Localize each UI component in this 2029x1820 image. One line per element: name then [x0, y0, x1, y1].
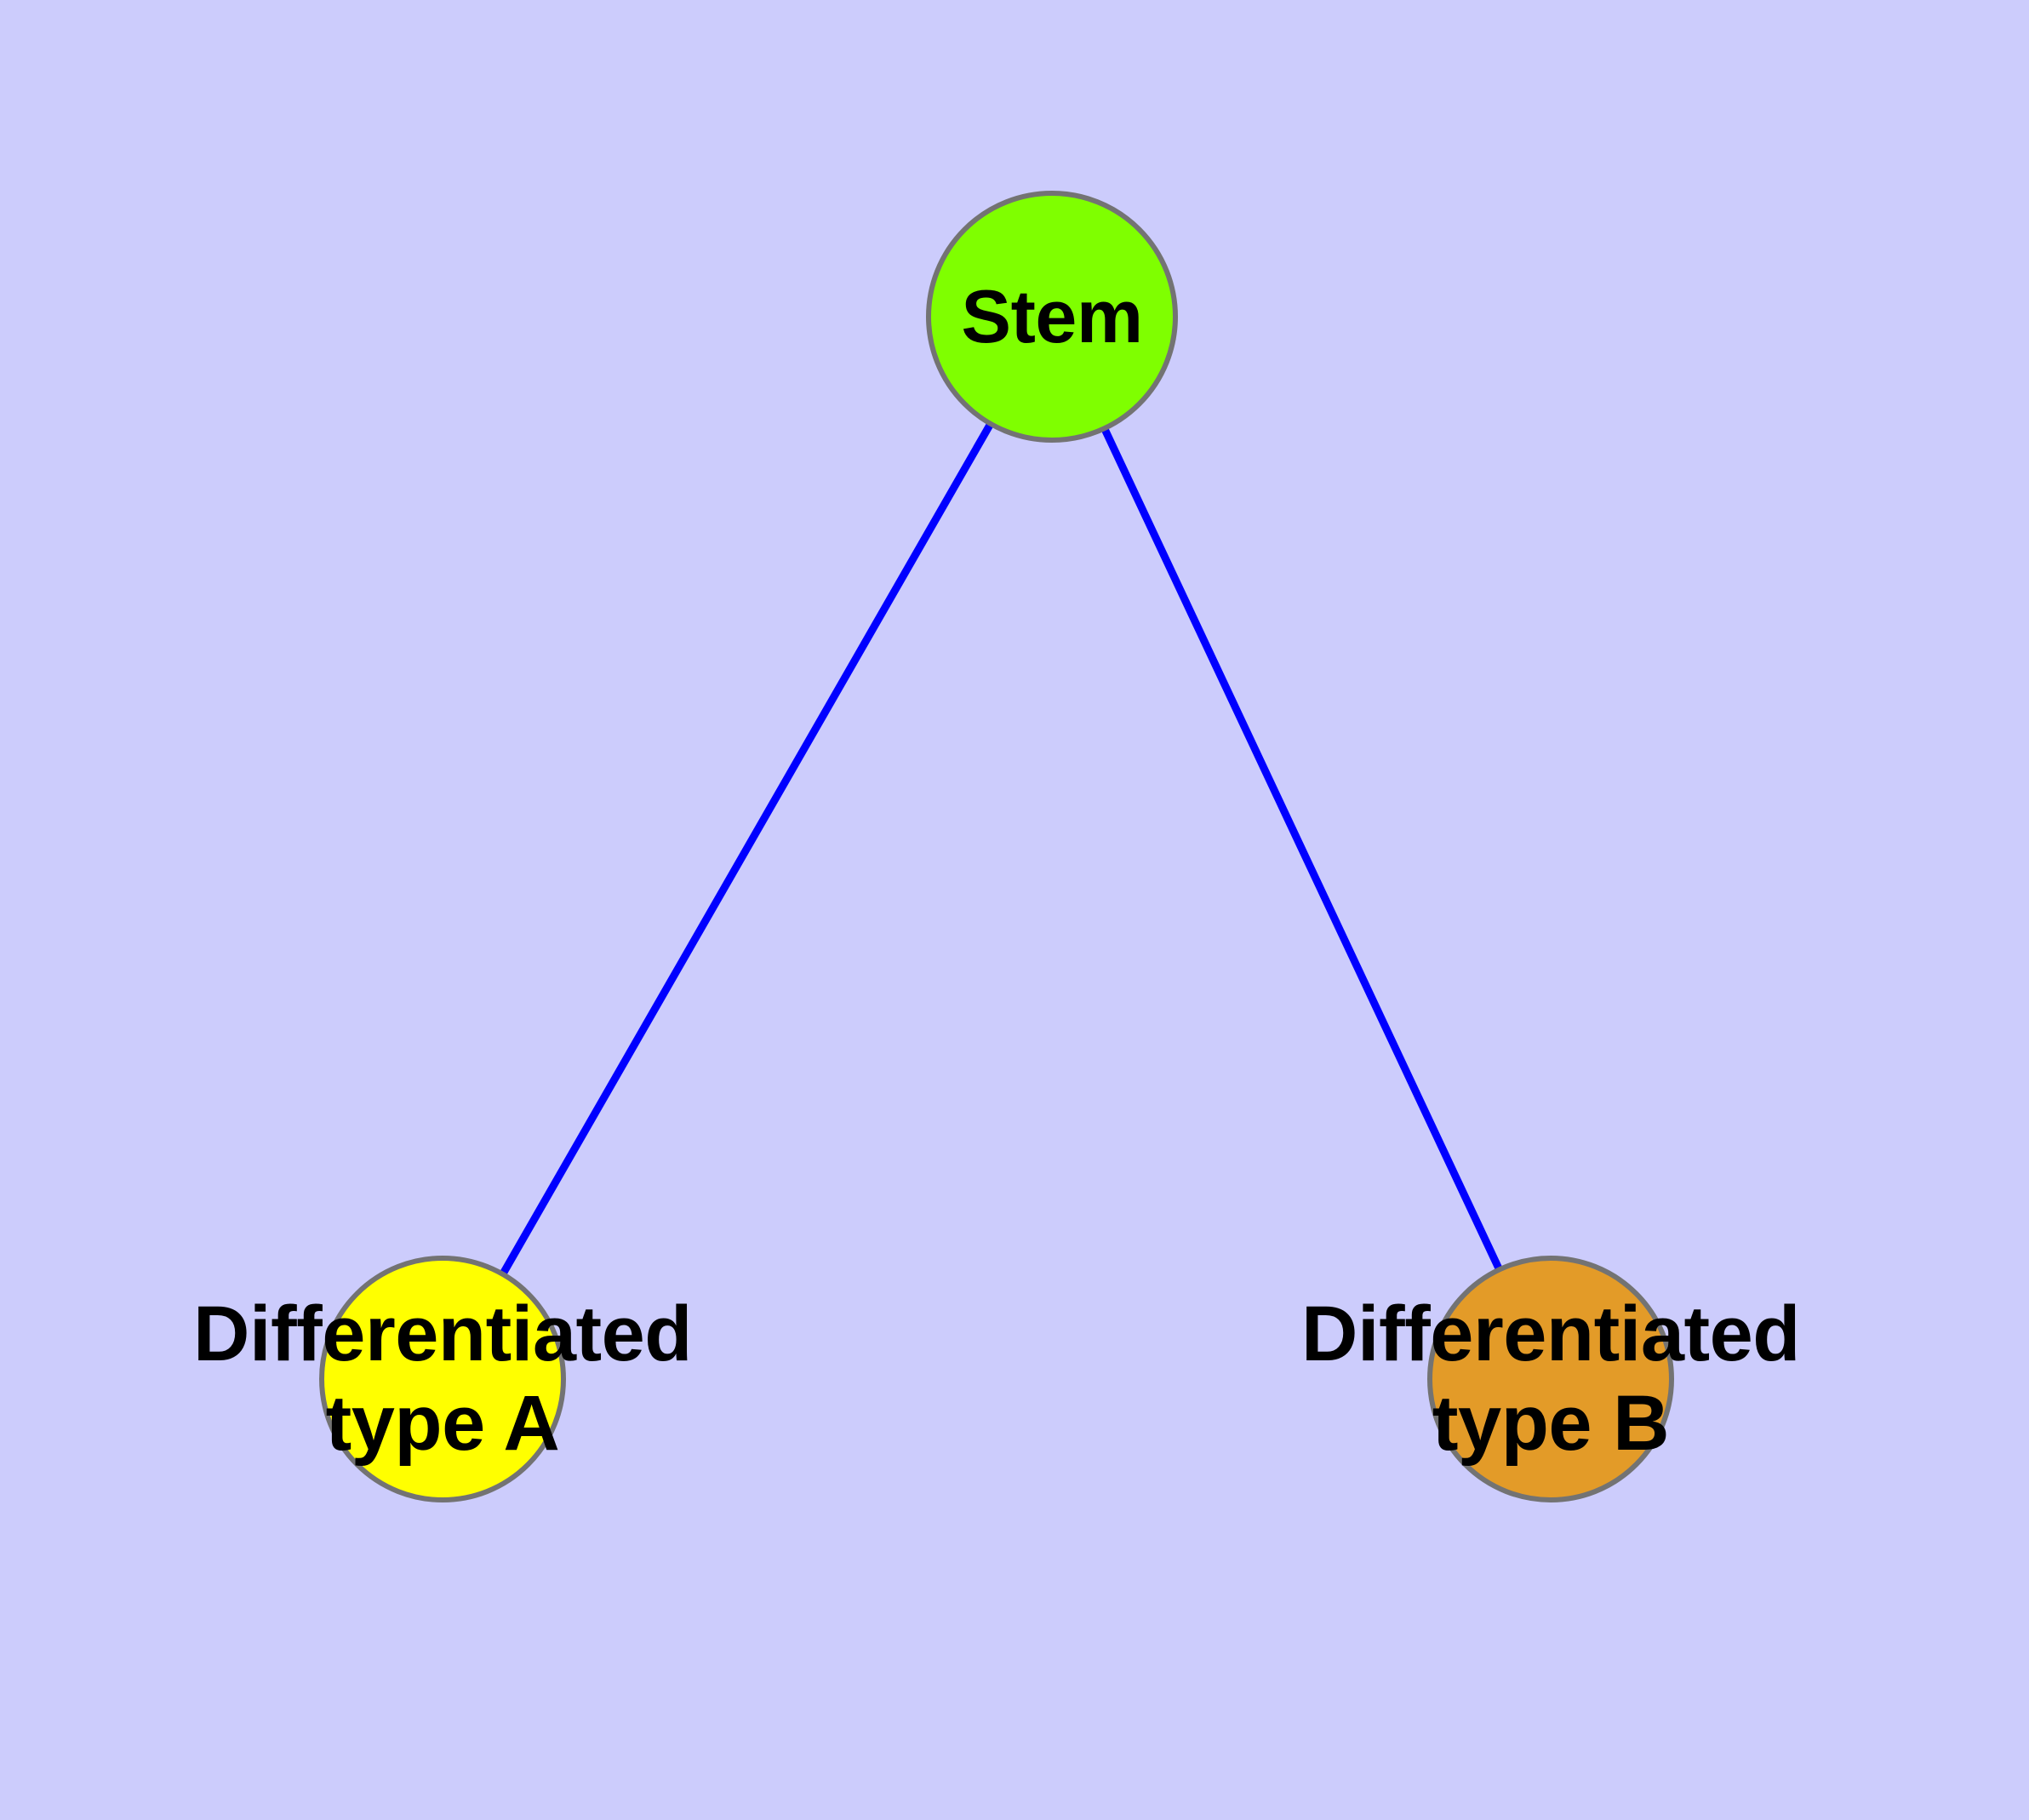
node-differentiated-type-b[interactable]: [1427, 1256, 1674, 1502]
edge-stem-to-diff-a[interactable]: [499, 421, 995, 1277]
node-stem[interactable]: [926, 191, 1178, 443]
node-differentiated-type-a[interactable]: [319, 1256, 566, 1502]
edge-stem-to-diff-b[interactable]: [1100, 426, 1504, 1273]
